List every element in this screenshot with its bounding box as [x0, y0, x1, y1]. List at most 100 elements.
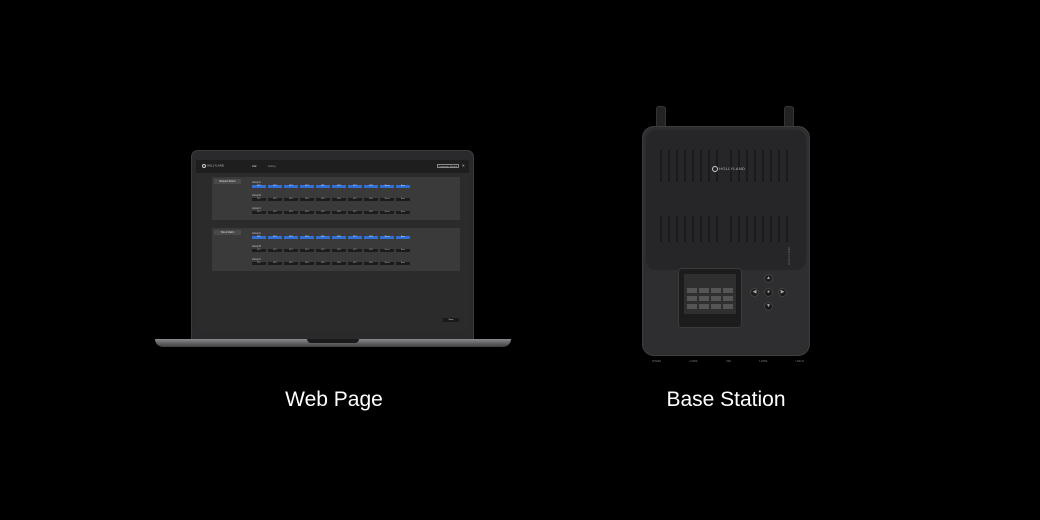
- display-cell: [687, 288, 697, 293]
- matrix-chip[interactable]: Base: [396, 185, 410, 188]
- matrix-chip[interactable]: Base: [396, 211, 410, 214]
- matrix-chip[interactable]: BP2: [268, 211, 282, 214]
- matrix-chip[interactable]: BP6: [332, 185, 346, 188]
- matrix-chip[interactable]: BP8: [364, 236, 378, 239]
- vent-fin: [786, 150, 788, 182]
- matrix-chip[interactable]: BP7: [348, 198, 362, 201]
- station-display: [678, 268, 742, 328]
- matrix-chip[interactable]: BP4: [300, 198, 314, 201]
- matrix-chip[interactable]: Wired: [380, 211, 394, 214]
- matrix-chip[interactable]: Base: [396, 262, 410, 265]
- matrix-chip[interactable]: BP3: [284, 185, 298, 188]
- matrix-chip[interactable]: Base: [396, 249, 410, 252]
- matrix-chip[interactable]: BP7: [348, 262, 362, 265]
- matrix-chip[interactable]: BP4: [300, 211, 314, 214]
- matrix-chip[interactable]: Wired: [380, 198, 394, 201]
- matrix-chip[interactable]: BP1: [252, 262, 266, 265]
- matrix-chip[interactable]: BP3: [284, 236, 298, 239]
- matrix-chip[interactable]: Wired: [380, 262, 394, 265]
- matrix-chip[interactable]: BP3: [284, 262, 298, 265]
- matrix-chip[interactable]: BP7: [348, 236, 362, 239]
- matrix-chip[interactable]: BP4: [300, 236, 314, 239]
- group-label: Group A: [252, 181, 261, 184]
- matrix-chip[interactable]: BP5: [316, 185, 330, 188]
- panel-title: Beltpack Matrix: [214, 179, 241, 184]
- vent-fin: [684, 150, 686, 182]
- matrix-chip[interactable]: BP2: [268, 185, 282, 188]
- matrix-chip[interactable]: BP6: [332, 262, 346, 265]
- down-button[interactable]: ▼: [764, 302, 773, 311]
- port-label: USB: [725, 360, 731, 363]
- matrix-chip[interactable]: BP2: [268, 236, 282, 239]
- vent-fin: [708, 150, 710, 182]
- matrix-chip[interactable]: Base: [396, 198, 410, 201]
- display-screen: [684, 274, 736, 314]
- matrix-chip[interactable]: BP7: [348, 185, 362, 188]
- vent-fin: [700, 150, 702, 182]
- matrix-chip[interactable]: BP7: [348, 249, 362, 252]
- matrix-chip[interactable]: BP1: [252, 236, 266, 239]
- group-label: Group C: [252, 258, 262, 261]
- tab-link[interactable]: Link: [252, 165, 257, 168]
- matrix-chip[interactable]: BP6: [332, 211, 346, 214]
- logo-icon: [202, 164, 206, 168]
- matrix-chip[interactable]: Base: [396, 236, 410, 239]
- matrix-chip[interactable]: BP7: [348, 211, 362, 214]
- matrix-chip[interactable]: BP5: [316, 236, 330, 239]
- matrix-chip[interactable]: BP3: [284, 211, 298, 214]
- port-label: 2-WIRE: [689, 360, 698, 363]
- matrix-chip[interactable]: BP8: [364, 198, 378, 201]
- matrix-chip[interactable]: BP1: [252, 211, 266, 214]
- matrix-chip[interactable]: Wired: [380, 249, 394, 252]
- matrix-chip[interactable]: BP4: [300, 262, 314, 265]
- web-page-caption: Web Page: [285, 388, 383, 411]
- matrix-chip[interactable]: BP1: [252, 198, 266, 201]
- matrix-chip[interactable]: BP4: [300, 185, 314, 188]
- display-cell: [687, 296, 697, 301]
- group-label: Group A: [252, 232, 261, 235]
- port-label: LINE IN: [795, 360, 804, 363]
- ok-button[interactable]: ●: [764, 288, 773, 297]
- vent-fin: [692, 216, 694, 242]
- matrix-chip[interactable]: BP6: [332, 236, 346, 239]
- matrix-chip[interactable]: BP2: [268, 198, 282, 201]
- base-station-caption: Base Station: [666, 388, 786, 411]
- matrix-chip[interactable]: Wired: [380, 185, 394, 188]
- vent-fin: [668, 150, 670, 182]
- matrix-chip[interactable]: BP5: [316, 198, 330, 201]
- matrix-chip[interactable]: BP6: [332, 198, 346, 201]
- matrix-chip[interactable]: BP1: [252, 185, 266, 188]
- up-button[interactable]: ▲: [764, 274, 773, 283]
- matrix-chip[interactable]: BP8: [364, 249, 378, 252]
- close-icon[interactable]: ✕: [461, 163, 465, 168]
- right-button[interactable]: ▶: [778, 288, 787, 297]
- language-select[interactable]: Language: English: [437, 164, 459, 168]
- matrix-chip[interactable]: BP8: [364, 262, 378, 265]
- matrix-chip[interactable]: BP5: [316, 249, 330, 252]
- matrix-chip[interactable]: BP8: [364, 185, 378, 188]
- matrix-chip[interactable]: BP3: [284, 198, 298, 201]
- save-button[interactable]: Save: [443, 318, 459, 322]
- matrix-chip[interactable]: Wired: [380, 236, 394, 239]
- matrix-chip[interactable]: BP5: [316, 262, 330, 265]
- left-button[interactable]: ◀: [750, 288, 759, 297]
- matrix-chip[interactable]: BP2: [268, 262, 282, 265]
- display-cell: [699, 288, 709, 293]
- matrix-chip[interactable]: BP5: [316, 211, 330, 214]
- matrix-chip[interactable]: BP1: [252, 249, 266, 252]
- matrix-chip[interactable]: BP8: [364, 211, 378, 214]
- vent-fin: [730, 150, 732, 182]
- matrix-chip[interactable]: BP6: [332, 249, 346, 252]
- tab-setting[interactable]: Setting: [268, 165, 276, 168]
- vent-fin: [746, 216, 748, 242]
- matrix-chip[interactable]: BP2: [268, 249, 282, 252]
- matrix-chip[interactable]: BP4: [300, 249, 314, 252]
- matrix-chip[interactable]: BP3: [284, 249, 298, 252]
- logo-icon: [712, 166, 718, 172]
